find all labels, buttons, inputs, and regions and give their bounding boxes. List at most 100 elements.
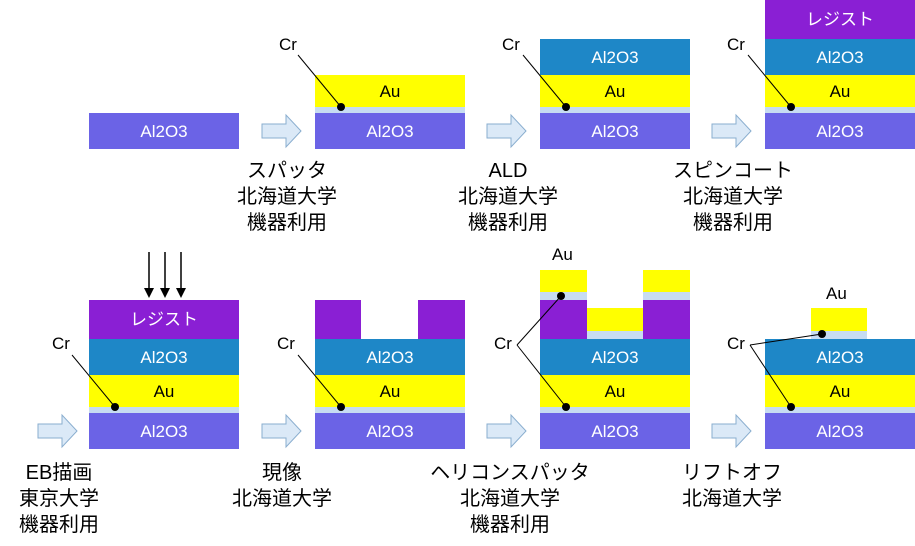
stack6-chromium-gap xyxy=(587,331,643,339)
process-arrow-4 xyxy=(37,413,78,449)
stack6-resist-right xyxy=(643,300,690,339)
leader-line xyxy=(516,295,562,346)
stack6-gold-top-right xyxy=(643,270,690,292)
leader-line xyxy=(297,354,342,408)
stack1-chromium-layer xyxy=(315,107,465,113)
stack0-substrate: Al2O3 xyxy=(89,113,239,149)
stack6-au-label: Au xyxy=(552,245,573,264)
step-caption-eb-lithography: EB描画 東京大学 機器利用 xyxy=(0,460,118,538)
stack3-chromium-layer xyxy=(765,107,915,113)
stack5-chromium-layer xyxy=(315,407,465,413)
caption-line: 北海道大学 xyxy=(682,488,782,510)
stack6-alumina-layer: Al2O3 xyxy=(540,339,690,375)
stack2-substrate: Al2O3 xyxy=(540,113,690,149)
stack6-chromium-top-right xyxy=(643,292,690,300)
stack4-resist-layer: レジスト xyxy=(89,300,239,339)
stack7-substrate: Al2O3 xyxy=(765,413,915,449)
step-caption-ald: ALD 北海道大学 機器利用 xyxy=(443,158,573,236)
stack7-chromium-pad xyxy=(811,331,867,339)
stack1-substrate: Al2O3 xyxy=(315,113,465,149)
stack5-substrate: Al2O3 xyxy=(315,413,465,449)
stack6-gold-gap xyxy=(587,308,643,331)
caption-line: 現像 xyxy=(262,462,302,484)
stack7-au-label: Au xyxy=(826,284,847,303)
caption-line: スパッタ xyxy=(247,160,327,182)
leader-line xyxy=(297,54,342,108)
caption-line: スピンコート xyxy=(673,160,793,182)
caption-line: 機器利用 xyxy=(468,212,548,234)
stack7-chromium-layer xyxy=(765,407,915,413)
stack6-gold-layer: Au xyxy=(540,375,690,407)
stack2-cr-label: Cr xyxy=(502,35,520,54)
stack6-gold-top-left xyxy=(540,270,587,292)
leader-line xyxy=(71,354,116,408)
caption-line: リフトオフ xyxy=(682,462,782,484)
stack4-chromium-layer xyxy=(89,407,239,413)
stack2-gold-layer: Au xyxy=(540,75,690,107)
stack7-alumina-layer: Al2O3 xyxy=(765,339,915,375)
stack3-cr-label: Cr xyxy=(727,35,745,54)
caption-line: 機器利用 xyxy=(693,212,773,234)
caption-line: 北海道大学 xyxy=(460,488,560,510)
stack1-gold-layer: Au xyxy=(315,75,465,107)
stack6-chromium-layer xyxy=(540,407,690,413)
caption-line: 機器利用 xyxy=(19,514,99,536)
stack5-resist-right xyxy=(418,300,465,339)
stack4-gold-layer: Au xyxy=(89,375,239,407)
caption-line: 北海道大学 xyxy=(458,186,558,208)
caption-line: 北海道大学 xyxy=(237,186,337,208)
stack5-alumina-layer: Al2O3 xyxy=(315,339,465,375)
leader-line xyxy=(747,54,792,108)
caption-line: ヘリコンスパッタ xyxy=(430,462,590,484)
stack5-resist-left xyxy=(315,300,361,339)
marker-dot xyxy=(562,403,570,411)
caption-line: 機器利用 xyxy=(470,514,550,536)
stack7-cr-label: Cr xyxy=(727,334,745,353)
caption-line: 北海道大学 xyxy=(683,186,783,208)
stack4-substrate: Al2O3 xyxy=(89,413,239,449)
step-caption-helicon-sputter: ヘリコンスパッタ 北海道大学 機器利用 xyxy=(420,460,600,538)
caption-line: 北海道大学 xyxy=(232,488,332,510)
stack3-gold-layer: Au xyxy=(765,75,915,107)
step-caption-liftoff: リフトオフ 北海道大学 xyxy=(667,460,797,512)
stack4-cr-label: Cr xyxy=(52,334,70,353)
stack2-alumina-layer: Al2O3 xyxy=(540,39,690,75)
stack2-chromium-layer xyxy=(540,107,690,113)
process-arrow-5 xyxy=(261,413,302,449)
caption-line: 機器利用 xyxy=(247,212,327,234)
process-arrow-3 xyxy=(711,113,752,149)
stack6-resist-left xyxy=(540,300,587,339)
caption-line: EB描画 xyxy=(25,462,93,484)
marker-dot xyxy=(557,292,565,300)
process-arrow-7 xyxy=(711,413,752,449)
marker-dot xyxy=(787,103,795,111)
stack3-alumina-layer: Al2O3 xyxy=(765,39,915,75)
stack3-resist-layer: レジスト xyxy=(765,0,915,39)
marker-dot xyxy=(787,403,795,411)
leader-line xyxy=(516,344,567,408)
stack7-gold-pad xyxy=(811,308,867,331)
marker-dot xyxy=(337,103,345,111)
leader-line xyxy=(522,54,567,108)
marker-dot xyxy=(562,103,570,111)
stack6-substrate: Al2O3 xyxy=(540,413,690,449)
leader-line xyxy=(749,333,823,346)
marker-dot xyxy=(818,330,826,338)
leader-line xyxy=(749,344,792,408)
marker-dot xyxy=(337,403,345,411)
stack5-cr-label: Cr xyxy=(277,334,295,353)
marker-dot xyxy=(111,403,119,411)
caption-line: 東京大学 xyxy=(19,488,99,510)
process-arrow-6 xyxy=(486,413,527,449)
stack1-cr-label: Cr xyxy=(279,35,297,54)
caption-line: ALD xyxy=(488,160,528,182)
process-arrow-2 xyxy=(486,113,527,149)
stack6-cr-label: Cr xyxy=(494,334,512,353)
step-caption-develop: 現像 北海道大学 xyxy=(217,460,347,512)
process-arrow-1 xyxy=(261,113,302,149)
stack7-gold-layer: Au xyxy=(765,375,915,407)
stack4-alumina-layer: Al2O3 xyxy=(89,339,239,375)
step-caption-sputter: スパッタ 北海道大学 機器利用 xyxy=(222,158,352,236)
